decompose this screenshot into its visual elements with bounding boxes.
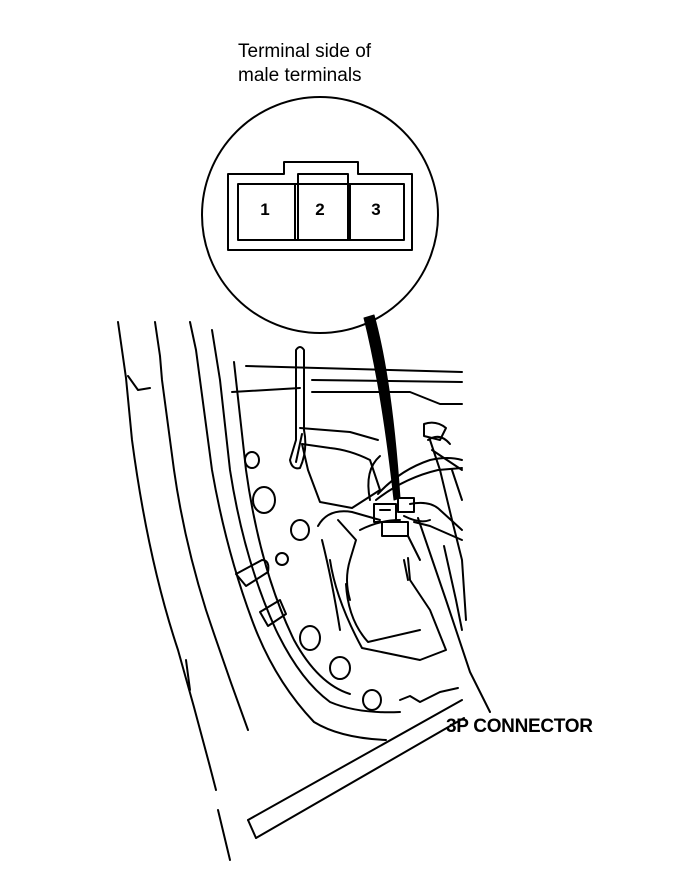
lock-rod: [289, 346, 307, 470]
connector-leader-line: [417, 517, 491, 713]
door-right-edge: [429, 439, 467, 631]
connector-face: [227, 161, 413, 251]
connector-label: 3P CONNECTOR: [446, 716, 593, 737]
door-sill: [247, 687, 465, 839]
panel-holes: [235, 451, 382, 711]
callout-title-line-1: Terminal side of: [238, 41, 372, 62]
door-frame: [117, 321, 463, 861]
terminal-1-label: 1: [260, 200, 270, 219]
callout-title-line-2: male terminals: [238, 65, 362, 86]
terminal-2-label: 2: [315, 200, 325, 219]
terminal-3-label: 3: [371, 200, 381, 219]
window-regulator: [317, 421, 463, 661]
door-connector: [373, 449, 463, 561]
callout-circle: [201, 96, 439, 334]
